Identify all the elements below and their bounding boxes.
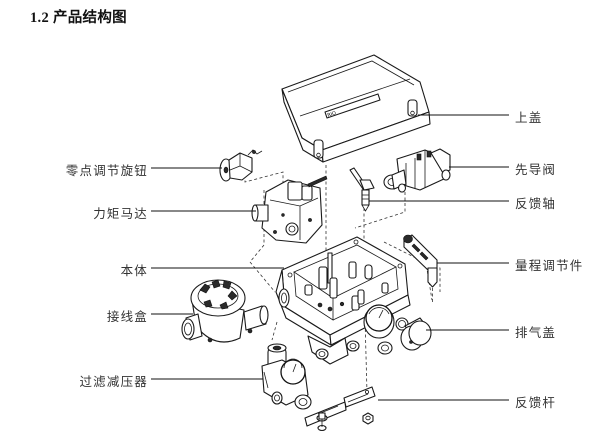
label-torque-motor: 力矩马达 bbox=[93, 206, 148, 221]
zero-knob-part bbox=[219, 149, 263, 182]
label-feedback-lever: 反馈杆 bbox=[515, 395, 557, 410]
label-feedback-shaft: 反馈轴 bbox=[515, 196, 557, 211]
feedback-lever-part bbox=[304, 386, 376, 432]
exhaust-cover-part bbox=[400, 317, 432, 351]
label-filter-regulator: 过滤减压器 bbox=[79, 374, 148, 389]
label-junction-box: 接线盒 bbox=[106, 309, 148, 324]
feedback-shaft-part bbox=[349, 167, 375, 212]
label-pilot-valve: 先导阀 bbox=[515, 162, 557, 177]
leader-lines bbox=[151, 114, 509, 401]
junction-box-part bbox=[181, 279, 269, 343]
label-zero-knob: 零点调节旋钮 bbox=[65, 163, 148, 178]
body-part bbox=[275, 236, 411, 365]
label-body: 本体 bbox=[120, 263, 148, 278]
cover-badge: RIO bbox=[327, 110, 337, 119]
page-heading: 1.2 产品结构图 bbox=[30, 10, 127, 26]
filter-regulator-part bbox=[261, 343, 312, 410]
pilot-valve-part bbox=[383, 148, 451, 193]
label-top-cover: 上盖 bbox=[515, 110, 543, 125]
torque-motor-part bbox=[251, 175, 328, 244]
top-cover-part: RIO bbox=[281, 54, 431, 163]
span-adjuster-part bbox=[403, 234, 438, 302]
label-exhaust-cover: 排气盖 bbox=[515, 325, 557, 340]
label-span-adjuster: 量程调节件 bbox=[515, 258, 584, 273]
